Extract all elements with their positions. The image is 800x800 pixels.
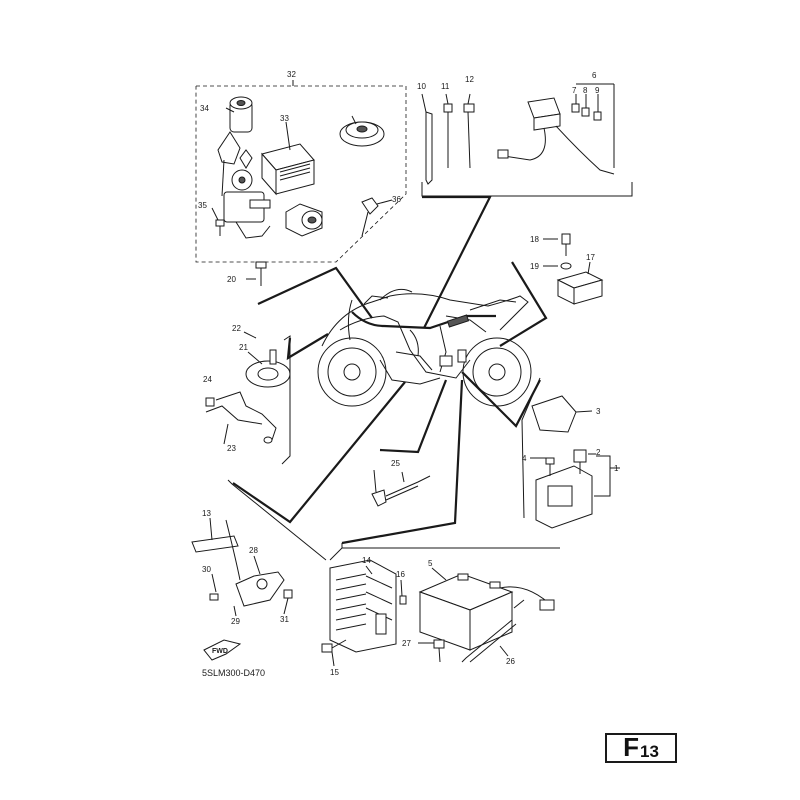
- callout-23: 23: [227, 444, 236, 453]
- callout-21: 21: [239, 343, 248, 352]
- callout-11: 11: [441, 82, 450, 91]
- callout-14: 14: [362, 556, 371, 565]
- callout-18: 18: [530, 235, 539, 244]
- starter-relay-group: [521, 377, 620, 529]
- forward-arrow-icon: FWD: [203, 639, 242, 661]
- callout-2: 2: [596, 448, 601, 457]
- callout-1: 1: [614, 464, 619, 473]
- callout-13: 13: [202, 509, 211, 518]
- main-switch-group: [195, 80, 407, 286]
- group-leader-lines: [232, 195, 548, 545]
- sensor-group: [371, 469, 431, 507]
- page-id-letter: F: [623, 732, 639, 762]
- callout-4: 4: [522, 454, 527, 463]
- callout-12: 12: [465, 75, 474, 84]
- drawing-code: 5SLM300-D470: [202, 668, 265, 678]
- callout-20: 20: [227, 275, 236, 284]
- relay-group: [543, 233, 604, 305]
- callout-7: 7: [572, 86, 577, 95]
- callout-5: 5: [428, 559, 433, 568]
- callout-6: 6: [592, 71, 597, 80]
- horn-group: [205, 331, 291, 465]
- callout-34: 34: [200, 104, 209, 113]
- callout-35: 35: [198, 201, 207, 210]
- callout-30: 30: [202, 565, 211, 574]
- callout-27: 27: [402, 639, 411, 648]
- fwd-label: FWD: [212, 648, 228, 655]
- callout-29: 29: [231, 617, 240, 626]
- callout-26: 26: [506, 657, 515, 666]
- callout-8: 8: [583, 86, 588, 95]
- callout-17: 17: [586, 253, 595, 262]
- callout-labels: 32 34 33 35 36 20 10 11 12 6 7 8 9 18 19…: [198, 70, 619, 677]
- callout-32: 32: [287, 70, 296, 79]
- callout-10: 10: [417, 82, 426, 91]
- callout-9: 9: [595, 86, 600, 95]
- sidestand-switch-group: [191, 479, 327, 617]
- callout-25: 25: [391, 459, 400, 468]
- callout-3: 3: [596, 407, 601, 416]
- callout-19: 19: [530, 262, 539, 271]
- motorcycle-outline: [317, 288, 532, 407]
- callout-22: 22: [232, 324, 241, 333]
- callout-15: 15: [330, 668, 339, 677]
- callout-36: 36: [392, 195, 401, 204]
- ties-and-harness-group: [421, 83, 633, 197]
- page-id-box: F 13: [605, 733, 677, 763]
- callout-28: 28: [249, 546, 258, 555]
- callout-31: 31: [280, 615, 289, 624]
- callout-24: 24: [203, 375, 212, 384]
- callout-33: 33: [280, 114, 289, 123]
- regulator-battery-group: [321, 543, 560, 667]
- callout-16: 16: [396, 570, 405, 579]
- page-id-number: 13: [639, 742, 659, 761]
